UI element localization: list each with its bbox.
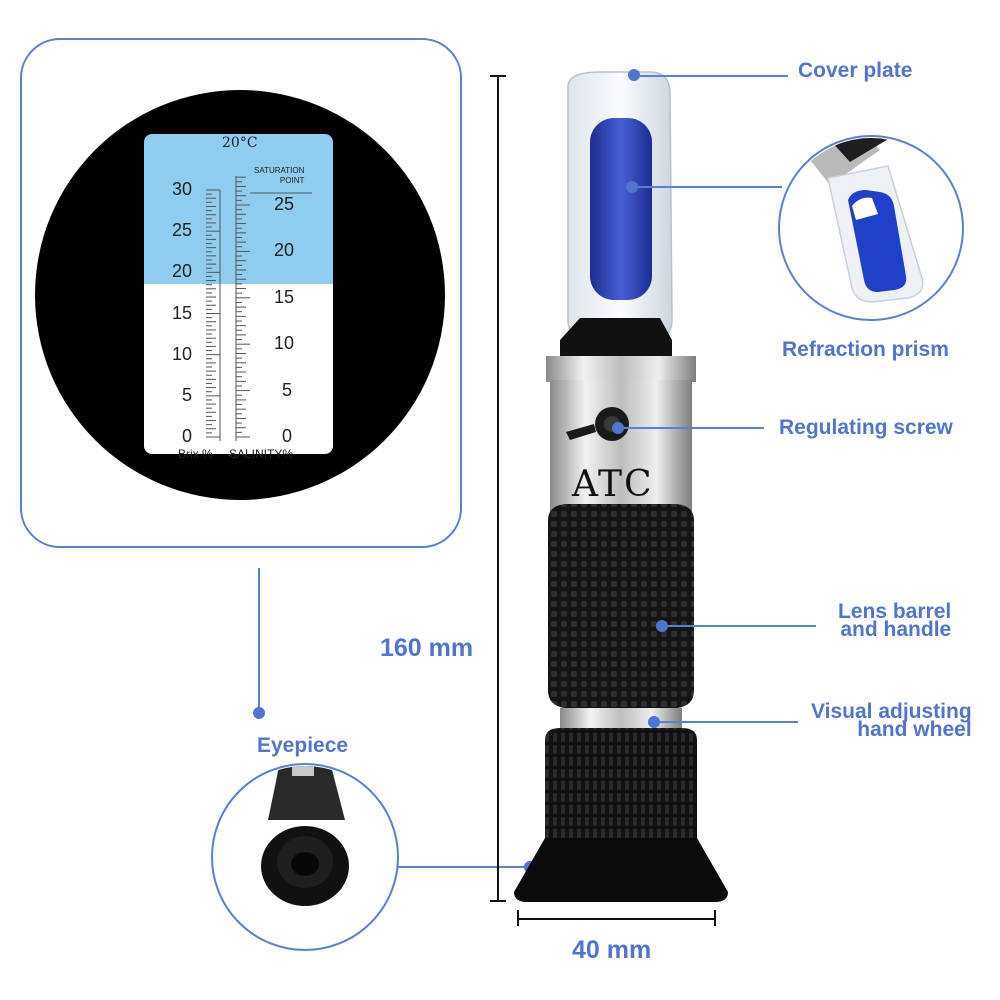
salinity-tick-label: 25: [274, 194, 295, 214]
eyepiece-label: Eyepiece: [257, 734, 349, 757]
hand-wheel-line: [660, 721, 798, 723]
lens-barrel-dot: [656, 620, 668, 632]
height-dimension-cap-bottom: [490, 900, 506, 902]
atc-label: ATC: [572, 464, 654, 505]
brix-axis-label: Brix %: [178, 447, 213, 461]
hand-wheel-dot: [648, 716, 660, 728]
eyepiece-connector-dot: [253, 707, 265, 719]
lens-barrel-label-line-2: and handle: [840, 618, 952, 641]
brix-tick-label: 5: [181, 384, 192, 405]
width-dimension-cap-left: [517, 910, 519, 926]
height-dimension-cap-top: [490, 75, 506, 77]
lens-barrel-label: Lens barrel and handle: [838, 600, 952, 641]
salinity-tick-label: 5: [282, 379, 293, 400]
saturation-point-label: SATURATION POINT: [254, 166, 304, 186]
salinity-tick-label: 0: [282, 426, 293, 446]
salinity-tick-label: 15: [274, 286, 295, 307]
cover-plate-dot: [628, 69, 640, 81]
eyepiece-connector-line: [258, 568, 260, 710]
width-dimension-line: [518, 918, 716, 920]
salinity-tick-label: 20: [274, 240, 295, 261]
brix-tick-label: 20: [171, 261, 192, 282]
refraction-prism-line: [638, 186, 782, 188]
temperature-label: 20°C: [222, 135, 258, 151]
cover-plate-label: Cover plate: [798, 59, 913, 82]
scale-view-panel: [20, 38, 462, 548]
saturation-line-2: POINT: [279, 176, 305, 185]
salinity-axis-label: SALINITY%: [229, 447, 294, 461]
regulating-screw-label: Regulating screw: [779, 416, 953, 439]
regulating-screw-dot: [612, 422, 624, 434]
brix-tick-label: 15: [171, 302, 192, 323]
height-dimension-line: [497, 76, 499, 902]
hand-wheel-label-line-2: hand wheel: [857, 718, 972, 741]
cover-plate-line: [640, 75, 788, 77]
lens-barrel-line: [668, 625, 816, 627]
brix-tick-label: 30: [171, 179, 192, 199]
salinity-tick-label: 10: [274, 333, 295, 354]
brix-tick-label: 0: [181, 426, 192, 446]
hand-wheel-label-line-1: Visual adjusting: [811, 700, 972, 723]
width-dimension-cap-right: [714, 910, 716, 926]
height-dimension-label: 160 mm: [380, 634, 474, 662]
brix-tick-label: 25: [171, 220, 192, 241]
refraction-prism-dot: [626, 181, 638, 193]
regulating-screw-line: [624, 427, 764, 429]
hand-wheel-label: Visual adjusting hand wheel: [811, 700, 972, 741]
lens-barrel-label-line-1: Lens barrel: [838, 600, 952, 623]
width-dimension-label: 40 mm: [572, 936, 652, 964]
brix-tick-label: 10: [171, 343, 192, 364]
refraction-prism-label: Refraction prism: [782, 338, 949, 361]
saturation-line-1: SATURATION: [254, 166, 305, 175]
